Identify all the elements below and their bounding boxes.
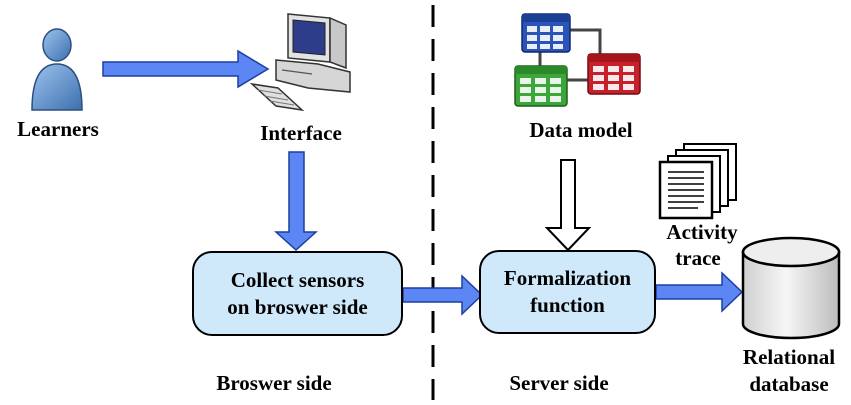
learners-label: Learners	[17, 117, 99, 141]
interface-label: Interface	[260, 121, 342, 145]
computer-icon	[249, 13, 351, 112]
arrow-formalization-to-database	[655, 271, 744, 313]
formalization-function-box: Formalization function	[479, 250, 656, 334]
arrow-interface-to-collect	[274, 151, 318, 252]
database-cylinder-icon	[741, 236, 841, 340]
data-model-label: Data model	[529, 118, 633, 142]
document-stack-icon	[658, 143, 737, 220]
formalization-line1: Formalization	[503, 266, 632, 290]
activity-trace-label-line2: trace	[675, 246, 721, 270]
arrow-collect-to-formalization	[402, 274, 484, 316]
relational-db-label-line1: Relational	[742, 345, 836, 369]
collect-sensors-box: Collect sensors on broswer side	[192, 251, 403, 336]
server-side-label: Server side	[509, 371, 609, 395]
data-model-icon	[514, 13, 641, 107]
arrow-learners-to-interface	[102, 49, 270, 89]
person-icon	[31, 28, 83, 111]
activity-trace-label-line1: Activity	[666, 220, 738, 244]
formalization-line2: function	[530, 293, 605, 317]
collect-sensors-line2: on broswer side	[227, 294, 368, 319]
relational-db-label-line2: database	[749, 372, 829, 396]
collect-sensors-line1: Collect sensors	[230, 267, 365, 292]
arrow-datamodel-to-formalization	[544, 159, 592, 252]
browser-side-label: Broswer side	[216, 371, 332, 395]
